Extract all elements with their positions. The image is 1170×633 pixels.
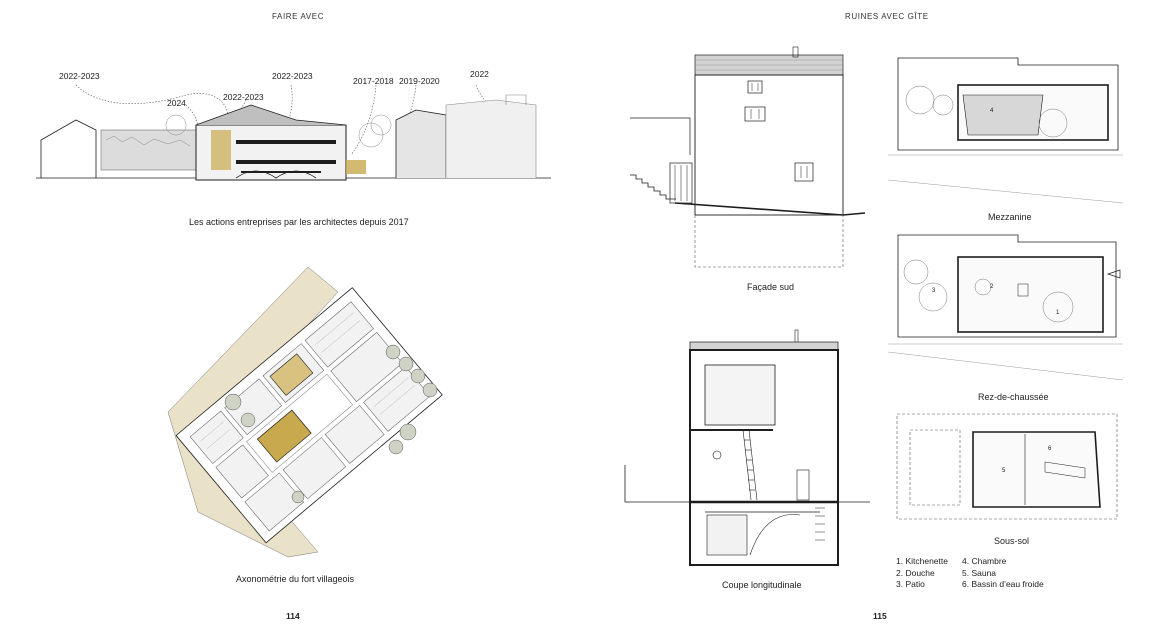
right-page-header: RUINES AVEC GÎTE [845,12,929,21]
coupe-caption: Coupe longitudinale [722,580,802,590]
legend-item: 1. Kitchenette [896,556,948,566]
sous-sol-plan: 5 6 [896,413,1118,520]
legend-item: 3. Patio [896,579,925,589]
legend-item: 2. Douche [896,567,935,578]
axonometry-caption: Axonométrie du fort villageois [236,574,355,584]
rdc-caption: Rez-de-chaussée [978,392,1049,402]
room-number: 2 [990,284,994,290]
year-label: 2022-2023 [59,71,100,81]
room-number: 1 [1056,310,1060,316]
mezzanine-caption: Mezzanine [988,212,1032,222]
year-label: 2017-2018 [353,76,394,86]
mezzanine-plan: 4 [887,57,1124,204]
section-caption: Les actions entreprises par les architec… [189,217,409,227]
legend-item: 6. Bassin d’eau froide [962,579,1044,589]
year-label: 2022 [470,69,489,79]
sous-sol-caption: Sous-sol [994,536,1030,546]
legend-item: 4. Chambre [962,556,1007,566]
legend-item: 5. Sauna [962,567,997,578]
room-number: 5 [1002,468,1006,474]
village-section-drawing [36,84,551,181]
room-number: 3 [932,288,936,294]
room-number: 4 [990,108,994,114]
left-page-header: FAIRE AVEC [272,12,325,21]
year-label: 2024 [167,98,186,108]
left-page-number: 114 [286,611,300,621]
coupe-drawing [624,329,870,566]
year-label: 2022-2023 [272,71,313,81]
year-label: 2022-2023 [223,92,264,102]
room-number: 6 [1048,446,1052,452]
legend-column-right: 4. Chambre 5. Sauna 6. Bassin d’eau froi… [962,556,1044,591]
rdc-plan: 2 3 1 [887,234,1124,381]
facade-caption: Façade sud [747,282,795,292]
axonometric-drawing [167,266,443,558]
right-page-number: 115 [873,611,887,621]
year-label: 2019-2020 [399,76,440,86]
facade-sud-drawing [630,46,866,268]
legend-column-left: 1. Kitchenette 2. Douche 3. Patio [896,556,948,591]
